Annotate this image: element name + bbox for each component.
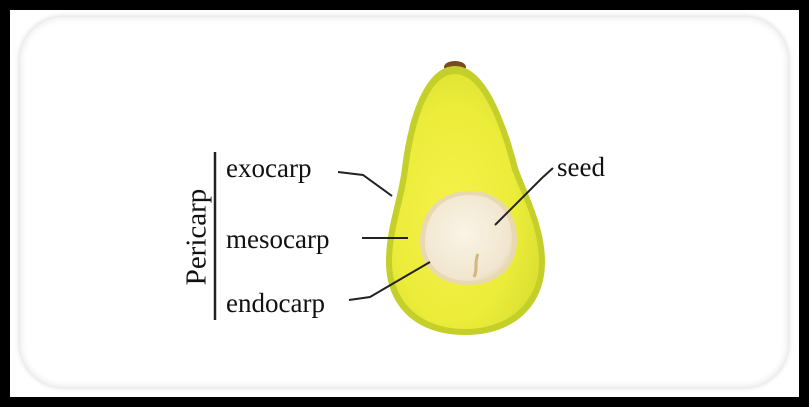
exocarp-leader — [338, 172, 392, 196]
mesocarp-label: mesocarp — [226, 226, 329, 253]
endocarp-label: endocarp — [226, 290, 325, 317]
seed-shape — [425, 195, 512, 281]
seed-label: seed — [557, 154, 605, 181]
pericarp-label: Pericarp — [183, 189, 212, 286]
exocarp-label: exocarp — [226, 155, 311, 182]
